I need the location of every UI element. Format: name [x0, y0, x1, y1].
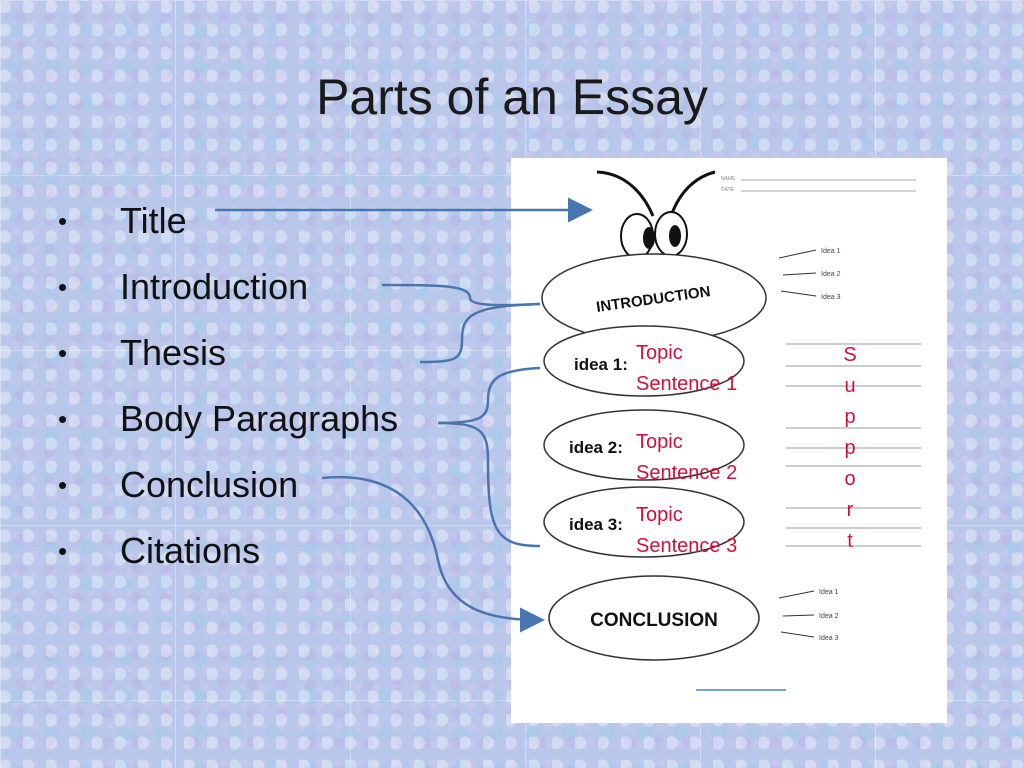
bullet-citations: • Citations: [58, 518, 398, 584]
support-letter: u: [844, 375, 856, 397]
slide-title: Parts of an Essay: [316, 69, 708, 125]
support-letter: S: [843, 344, 857, 366]
bullet-label: Thesis: [120, 332, 227, 373]
bullet-label: Citations: [120, 530, 261, 571]
support-letter: r: [846, 499, 854, 521]
left-antenna: [596, 170, 655, 217]
bullet-icon: •: [58, 469, 68, 500]
topic-line: Topic: [636, 342, 683, 364]
bullet-icon: •: [58, 271, 68, 302]
intro-note-2: Idea 2: [821, 271, 841, 278]
bullet-list: • Title • Introduction • Thesis • Body Parag…: [58, 188, 398, 584]
topic-number-line: Sentence 1: [636, 373, 738, 395]
conclusion-note-2: Idea 2: [819, 613, 839, 620]
idea-2-label: idea 2:: [569, 438, 623, 457]
support-letter: o: [844, 468, 856, 490]
conclusion-side-arrows: [778, 590, 815, 638]
bullet-icon: •: [58, 403, 68, 434]
essay-worksheet-image: NAME DATE INTRODUCTION idea 1: idea 2: i…: [511, 158, 947, 723]
header-name-label: NAME: [721, 176, 736, 182]
support-letter: t: [847, 530, 853, 552]
support-lines: [786, 343, 921, 547]
bullet-title: • Title: [58, 188, 398, 254]
bullet-conclusion: • Conclusion: [58, 452, 398, 518]
bullet-label: Title: [120, 200, 187, 241]
idea-3-label: idea 3:: [569, 515, 623, 534]
idea-3-ellipse: [543, 486, 745, 558]
right-antenna: [669, 170, 716, 217]
introduction-side-arrows: [778, 249, 817, 297]
bullet-body-paragraphs: • Body Paragraphs: [58, 386, 398, 452]
topic-number-line: Sentence 3: [636, 535, 738, 557]
bullet-label: Conclusion: [120, 464, 299, 505]
conclusion-label: CONCLUSION: [590, 610, 718, 631]
conclusion-ellipse: [548, 575, 760, 661]
conclusion-note-3: Idea 3: [819, 635, 839, 642]
header-date-label: DATE: [721, 187, 735, 193]
bullet-introduction: • Introduction: [58, 254, 398, 320]
bullet-icon: •: [58, 337, 68, 368]
topic-number-line: Sentence 2: [636, 462, 738, 484]
right-pupil: [669, 225, 681, 247]
support-vertical-label: S u p p o r t: [843, 340, 857, 557]
left-pupil: [643, 227, 655, 249]
idea-2-ellipse: [543, 409, 745, 481]
topic-sentence-3: Topic Sentence 3: [636, 500, 776, 562]
bullet-label: Introduction: [120, 266, 309, 307]
bullet-icon: •: [58, 535, 68, 566]
topic-line: Topic: [636, 504, 683, 526]
intro-note-3: Idea 3: [821, 294, 841, 301]
support-letter: p: [844, 406, 856, 428]
topic-sentence-2: Topic Sentence 2: [636, 427, 776, 489]
idea-1-ellipse: [543, 325, 745, 397]
bullet-thesis: • Thesis: [58, 320, 398, 386]
support-letter: p: [844, 437, 856, 459]
bullet-icon: •: [58, 205, 68, 236]
idea-1-label: idea 1:: [574, 355, 628, 374]
intro-note-1: Idea 1: [821, 248, 841, 255]
bullet-label: Body Paragraphs: [120, 398, 399, 439]
topic-sentence-1: Topic Sentence 1: [636, 338, 776, 400]
conclusion-note-1: Idea 1: [819, 589, 839, 596]
topic-line: Topic: [636, 431, 683, 453]
